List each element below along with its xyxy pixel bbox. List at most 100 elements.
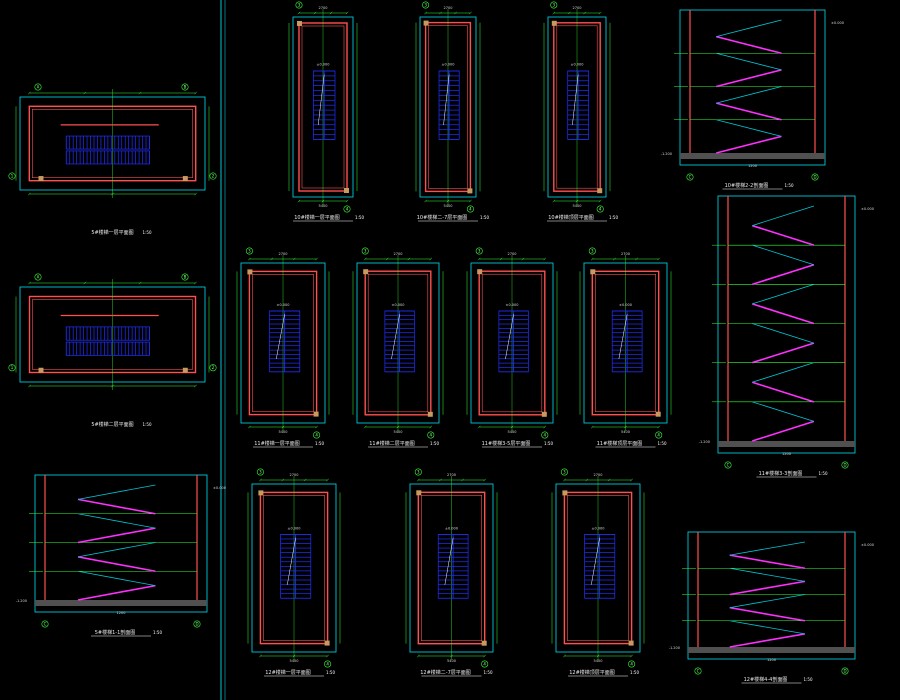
section-frame — [34, 474, 208, 613]
dimension-text: 5400 — [279, 430, 288, 434]
direction-arrow — [591, 537, 600, 585]
dimension-tick — [270, 257, 274, 261]
drawing-scale: 1:50 — [143, 230, 152, 235]
stair-flight-outline — [716, 52, 782, 71]
dimension-text: 1200 — [782, 452, 791, 456]
axis-label: 1 — [11, 173, 14, 178]
drawing-title: 11#楼梯3-3剖面图 — [759, 470, 803, 477]
axis-label: C — [697, 668, 700, 673]
elevation-mark: ±0.000 — [445, 526, 458, 530]
axis-bubble — [550, 1, 558, 9]
drawing-title: 11#楼梯一层平面图 — [254, 440, 300, 447]
column — [562, 490, 568, 496]
elevation-mark: ±0.000 — [442, 63, 455, 67]
axis-label: 2 — [212, 365, 215, 370]
dimension-tick — [543, 425, 547, 429]
axis-label: D — [843, 668, 846, 673]
stair-flight-section — [752, 224, 815, 246]
dimension-tick — [303, 478, 307, 482]
drawing-title: 10#楼梯一层平面图 — [294, 214, 340, 221]
axis-bubble — [475, 247, 483, 255]
drawing-scale: 1:50 — [153, 630, 162, 635]
dimension-tick — [28, 281, 31, 285]
axis-bubble — [422, 1, 430, 9]
axis-label: A — [37, 274, 40, 279]
stair-flight-outline — [729, 594, 805, 609]
dimension-tick — [563, 654, 566, 658]
axis-bubble — [481, 660, 489, 668]
elevation-mark: ±0.000 — [831, 21, 844, 25]
dimension-text: 5400 — [319, 204, 328, 208]
stair-flight — [626, 310, 643, 373]
axis-bubble — [588, 247, 596, 255]
axis-label: 3 — [298, 2, 301, 7]
axis-label: 3 — [364, 248, 367, 253]
axis-label: 4 — [483, 661, 486, 666]
stair-flight — [65, 135, 150, 150]
drawing-title: 10#楼梯顶层平面图 — [548, 214, 594, 221]
elevation-mark: -1.200 — [16, 599, 27, 603]
ground-slab — [680, 153, 825, 159]
axis-bubble — [427, 431, 435, 439]
axis-label: 3 — [417, 469, 420, 474]
dimension-text: 5400 — [290, 659, 299, 663]
drawing-scale: 1:50 — [143, 422, 152, 427]
axis-label: D — [813, 174, 816, 179]
drawing-scale: 1:50 — [355, 215, 364, 220]
drawing-title: 12#楼梯4-4剖面图 — [744, 676, 788, 683]
dimension-tick — [27, 192, 31, 196]
stair-flight — [65, 150, 150, 165]
stair-flight-section — [77, 527, 156, 544]
elevation-mark: ±0.000 — [506, 303, 519, 307]
drawing-scale: 1:50 — [630, 670, 639, 675]
axis-bubble — [811, 173, 819, 181]
dimension-text: 5400 — [444, 204, 453, 208]
stair-flight — [65, 341, 150, 356]
stair-flight-section — [716, 35, 782, 55]
axis-bubble — [209, 364, 217, 372]
stair-flight-outline — [752, 283, 815, 305]
dimension-tick — [407, 257, 411, 261]
drawing-scale: 1:50 — [480, 215, 489, 220]
stair-flight-outline — [716, 86, 782, 104]
stair-flight-section — [752, 303, 815, 325]
elevation-mark: ±0.000 — [277, 303, 290, 307]
dimension-tick — [477, 257, 481, 261]
dimension-text: 2700 — [444, 6, 453, 10]
stair-flight-outline — [752, 244, 815, 266]
dimension-tick — [315, 425, 318, 429]
axis-bubble — [686, 173, 694, 181]
drawing-scale: 1:50 — [544, 441, 553, 446]
column — [541, 411, 547, 417]
dimension-tick — [138, 91, 142, 95]
ground-slab — [35, 600, 207, 606]
dimension-tick — [315, 257, 318, 261]
axis-bubble — [655, 431, 663, 439]
dimension-tick — [598, 199, 602, 203]
drawing-title: 12#楼梯一层平面图 — [265, 669, 311, 676]
dimension-tick — [194, 192, 198, 196]
axis-label: C — [689, 174, 692, 179]
axis-label: 4 — [599, 206, 602, 211]
section-frame — [687, 531, 856, 660]
dimension-tick — [429, 425, 433, 429]
dimension-tick — [27, 91, 31, 95]
stair-flight-outline — [729, 541, 805, 556]
axis-label: 3 — [248, 248, 251, 253]
dimension-tick — [598, 11, 602, 15]
dimension-tick — [552, 11, 556, 15]
axis-label: D — [843, 462, 846, 467]
dimension-tick — [483, 654, 487, 658]
axis-bubble — [8, 172, 16, 180]
stair-flight-outline — [729, 620, 805, 635]
drawing-title: 11#楼梯3-5层平面图 — [482, 440, 531, 447]
axis-bubble — [34, 83, 42, 91]
axis-bubble — [34, 273, 42, 281]
elevation-mark: ±0.000 — [861, 207, 874, 211]
axis-bubble — [209, 172, 217, 180]
